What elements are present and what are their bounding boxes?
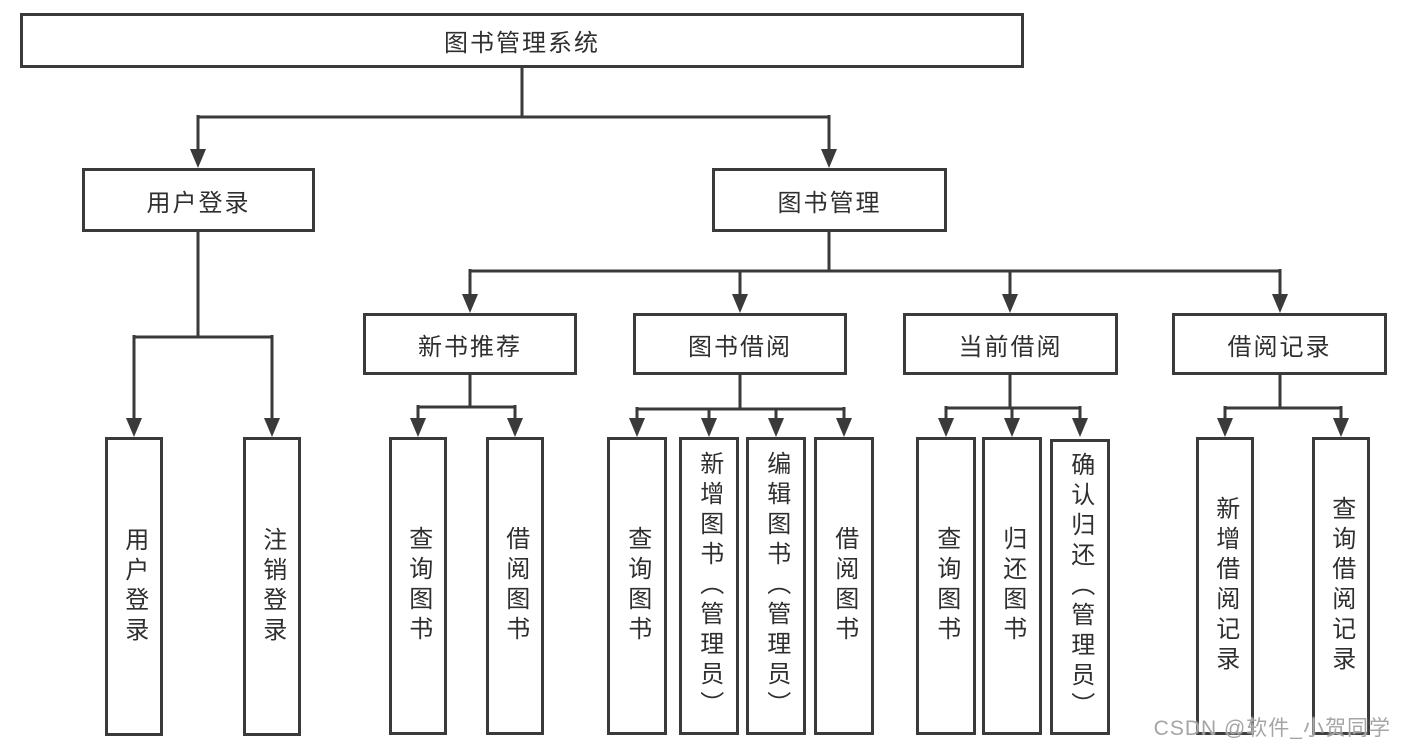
node-user-login: 用户登录 (82, 168, 315, 232)
leaf-borrow-book-label: 借阅图书 (830, 526, 858, 646)
leaf-recommend-borrow-book-label: 借阅图书 (501, 526, 529, 646)
leaf-borrow-book: 借阅图书 (814, 437, 874, 735)
node-current-borrow: 当前借阅 (903, 313, 1118, 375)
leaf-current-query-book: 查询图书 (916, 437, 976, 735)
leaf-query-borrow-record: 查询借阅记录 (1312, 437, 1370, 735)
leaf-add-book-admin: 新增图书（管理员） (679, 437, 739, 735)
csdn-watermark: CSDN @软件_小贺同学 (1153, 717, 1391, 740)
leaf-edit-book-admin-label: 编辑图书（管理员） (762, 451, 790, 721)
leaf-return-book: 归还图书 (982, 437, 1042, 735)
node-root-label: 图书管理系统 (444, 30, 600, 57)
leaf-edit-book-admin: 编辑图书（管理员） (746, 437, 806, 735)
node-borrow-records: 借阅记录 (1172, 313, 1387, 375)
leaf-logout-label: 注销登录 (258, 526, 286, 647)
leaf-query-borrow-record-label: 查询借阅记录 (1327, 496, 1355, 676)
node-book-management-label: 图书管理 (777, 189, 882, 217)
leaf-recommend-borrow-book: 借阅图书 (486, 437, 544, 735)
leaf-add-book-admin-label: 新增图书（管理员） (695, 451, 723, 721)
node-user-login-label: 用户登录 (146, 189, 251, 217)
leaf-add-borrow-record: 新增借阅记录 (1196, 437, 1254, 735)
leaf-current-query-book-label: 查询图书 (932, 526, 960, 646)
leaf-confirm-return-admin-label: 确认归还（管理员） (1066, 452, 1094, 722)
node-current-borrow-label: 当前借阅 (958, 333, 1063, 361)
leaf-confirm-return-admin: 确认归还（管理员） (1050, 439, 1110, 735)
leaf-recommend-query-book: 查询图书 (389, 437, 447, 735)
node-new-book-recommend-label: 新书推荐 (418, 333, 522, 361)
leaf-recommend-query-book-label: 查询图书 (404, 526, 432, 646)
leaf-borrow-query-book-label: 查询图书 (623, 526, 651, 646)
node-new-book-recommend: 新书推荐 (363, 313, 577, 375)
node-book-borrow-label: 图书借阅 (688, 333, 792, 361)
node-borrow-records-label: 借阅记录 (1227, 333, 1332, 361)
leaf-return-book-label: 归还图书 (998, 526, 1026, 646)
node-book-management: 图书管理 (712, 168, 947, 232)
leaf-add-borrow-record-label: 新增借阅记录 (1211, 496, 1239, 676)
leaf-borrow-query-book: 查询图书 (607, 437, 667, 735)
leaf-user-login-label: 用户登录 (120, 526, 148, 647)
node-root: 图书管理系统 (20, 13, 1024, 68)
leaf-logout: 注销登录 (243, 437, 301, 736)
leaf-user-login: 用户登录 (105, 437, 163, 736)
arrowhead-icons (126, 149, 1349, 437)
node-book-borrow: 图书借阅 (633, 313, 847, 375)
